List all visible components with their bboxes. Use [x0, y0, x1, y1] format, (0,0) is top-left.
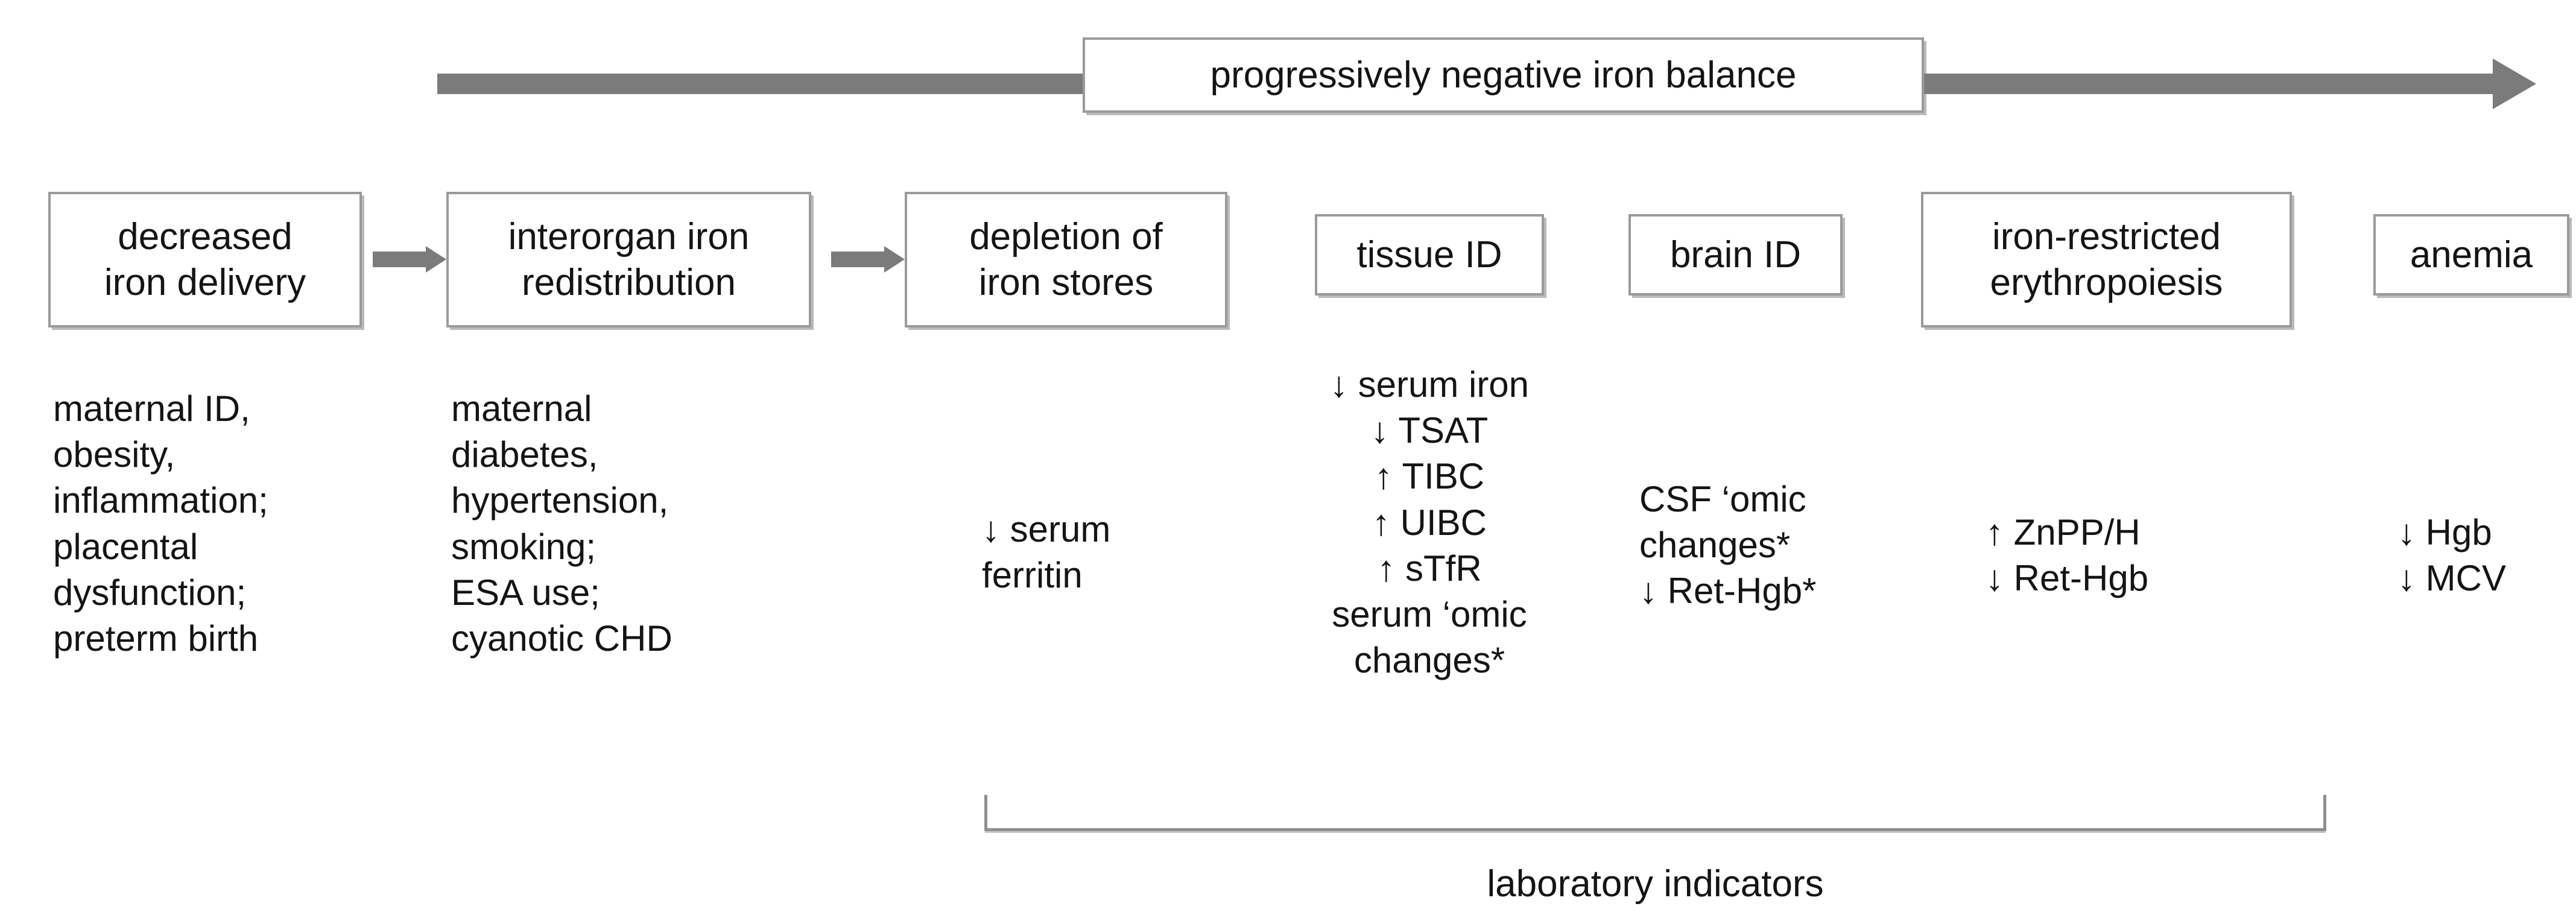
- stage-box-label: decreased iron delivery: [104, 215, 306, 303]
- step-arrow-icon-1: [373, 246, 446, 273]
- laboratory-indicators-bracket: [984, 795, 2326, 831]
- stage-box-label: depletion of iron stores: [969, 215, 1163, 303]
- progression-arrow-head-icon: [2493, 59, 2536, 109]
- stage-box-label: interorgan iron redistribution: [508, 215, 750, 303]
- laboratory-indicators-label: laboratory indicators: [1487, 863, 1824, 905]
- progression-arrow-shaft-left: [437, 74, 1083, 94]
- stage-details-depletion-of-iron-stores: ↓ serum ferritin: [982, 509, 1111, 596]
- stage-box-tissue-id[interactable]: tissue ID: [1315, 214, 1544, 296]
- stage-box-label: anemia: [2410, 233, 2533, 276]
- stage-box-brain-id[interactable]: brain ID: [1628, 214, 1843, 296]
- stage-details-anemia: ↓ Hgb ↓ MCV: [2397, 512, 2506, 599]
- stage-box-label: iron-restricted erythropoiesis: [1990, 215, 2223, 303]
- stage-details-brain-id: CSF ‘omic changes* ↓ Ret-Hgb*: [1639, 479, 1817, 612]
- stage-box-decreased-iron-delivery[interactable]: decreased iron delivery: [48, 192, 362, 328]
- progression-arrow-shaft-right: [1924, 74, 2494, 94]
- stage-box-iron-restricted-erythropoiesis[interactable]: iron-restricted erythropoiesis: [1921, 192, 2292, 328]
- stage-details-tissue-id: ↓ serum iron ↓ TSAT ↑ TIBC ↑ UIBC ↑ sTfR…: [1329, 364, 1530, 681]
- stage-box-anemia[interactable]: anemia: [2373, 214, 2569, 296]
- stage-details-decreased-iron-delivery: maternal ID, obesity, inflammation; plac…: [53, 388, 268, 659]
- step-arrow-icon-2: [831, 246, 905, 273]
- progression-arrow-label: progressively negative iron balance: [1210, 54, 1797, 96]
- progression-arrow-label-box: progressively negative iron balance: [1083, 37, 1924, 113]
- stage-box-depletion-of-iron-stores[interactable]: depletion of iron stores: [905, 192, 1227, 328]
- stage-box-label: tissue ID: [1356, 233, 1502, 276]
- stage-details-iron-restricted-erythropoiesis: ↑ ZnPP/H ↓ Ret-Hgb: [1986, 512, 2149, 599]
- stage-box-label: brain ID: [1669, 233, 1802, 276]
- stage-box-interorgan-iron-redistribution[interactable]: interorgan iron redistribution: [446, 192, 811, 328]
- stage-details-interorgan-iron-redistribution: maternal diabetes, hypertension, smoking…: [451, 388, 672, 659]
